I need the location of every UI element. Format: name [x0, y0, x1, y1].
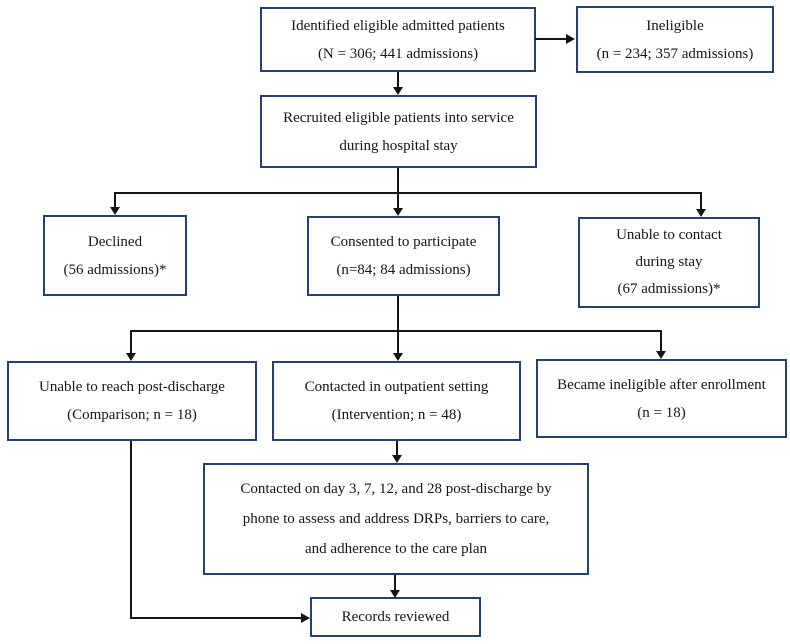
box-text-line: Recruited eligible patients into service — [283, 109, 514, 126]
connector-outpatient-to-followup — [396, 441, 398, 456]
box-text-line: Contacted in outpatient setting — [304, 379, 489, 395]
connector-branch1-horizontal — [114, 192, 702, 194]
unable-to-reach-box: Unable to reach post-discharge (Comparis… — [7, 361, 257, 441]
box-text-line: (N = 306; 441 admissions) — [317, 45, 479, 62]
box-text-line: Contacted on day 3, 7, 12, and 28 post-d… — [240, 481, 552, 497]
box-text-line: during stay — [635, 254, 703, 270]
box-text-line: Identified eligible admitted patients — [291, 17, 505, 34]
box-text-line: Unable to contact — [616, 227, 722, 243]
box-text-line: (67 admissions)* — [617, 281, 721, 297]
box-text-line: phone to assess and address DRPs, barrie… — [242, 511, 550, 527]
connector-branch2-to-outpatient — [397, 332, 399, 354]
records-reviewed-box: Records reviewed — [310, 597, 481, 637]
box-text-line: Unable to reach post-discharge — [39, 379, 225, 395]
box-text-line: (Intervention; n = 48) — [331, 407, 462, 423]
became-ineligible-box: Became ineligible after enrollment (n = … — [536, 359, 787, 438]
outpatient-contacted-box: Contacted in outpatient setting (Interve… — [272, 361, 521, 441]
arrowhead-down-icon — [126, 353, 136, 361]
arrowhead-down-icon — [656, 351, 666, 359]
box-text-line: (n = 18) — [637, 404, 686, 421]
connector-followup-to-records — [394, 575, 396, 591]
arrowhead-down-icon — [110, 207, 120, 215]
followup-contact-box: Contacted on day 3, 7, 12, and 28 post-d… — [203, 463, 589, 575]
box-text-line: Ineligible — [646, 17, 704, 34]
ineligible-box: Ineligible (n = 234; 357 admissions) — [576, 6, 774, 73]
arrowhead-down-icon — [393, 353, 403, 361]
connector-unable-reach-down — [130, 441, 132, 618]
connector-identified-to-ineligible — [535, 38, 566, 40]
arrowhead-down-icon — [393, 87, 403, 95]
box-text-line: and adherence to the care plan — [305, 541, 487, 557]
connector-branch1-to-declined — [114, 192, 116, 208]
connector-identified-to-recruited — [397, 72, 399, 88]
arrowhead-down-icon — [392, 455, 402, 463]
connector-branch1-to-unable-contact — [700, 192, 702, 210]
arrowhead-right-icon — [301, 613, 310, 623]
connector-recruited-stem — [397, 168, 399, 209]
connector-consented-stem — [397, 296, 399, 332]
arrowhead-down-icon — [390, 590, 400, 598]
connector-branch2-to-became-ineligible — [660, 330, 662, 352]
recruited-patients-box: Recruited eligible patients into service… — [260, 95, 537, 168]
consented-box: Consented to participate (n=84; 84 admis… — [307, 216, 500, 296]
identified-patients-box: Identified eligible admitted patients (N… — [260, 7, 536, 72]
box-text-line: (56 admissions)* — [63, 261, 167, 278]
connector-branch2-horizontal — [130, 330, 662, 332]
arrowhead-down-icon — [393, 208, 403, 216]
box-text-line: Declined — [87, 233, 143, 250]
box-text-line: Consented to participate — [330, 234, 477, 250]
box-text-line: Became ineligible after enrollment — [557, 376, 766, 393]
unable-to-contact-box: Unable to contact during stay (67 admiss… — [578, 217, 760, 308]
connector-branch2-to-unable-reach — [130, 330, 132, 354]
box-text-line: during hospital stay — [339, 137, 458, 154]
declined-box: Declined (56 admissions)* — [43, 215, 187, 296]
box-text-line: (n = 234; 357 admissions) — [596, 45, 754, 62]
arrowhead-right-icon — [566, 34, 575, 44]
arrowhead-down-icon — [696, 209, 706, 217]
box-text-line: (Comparison; n = 18) — [67, 407, 197, 423]
connector-unable-reach-to-records — [130, 617, 301, 619]
box-text-line: Records reviewed — [341, 609, 450, 625]
box-text-line: (n=84; 84 admissions) — [336, 262, 471, 278]
